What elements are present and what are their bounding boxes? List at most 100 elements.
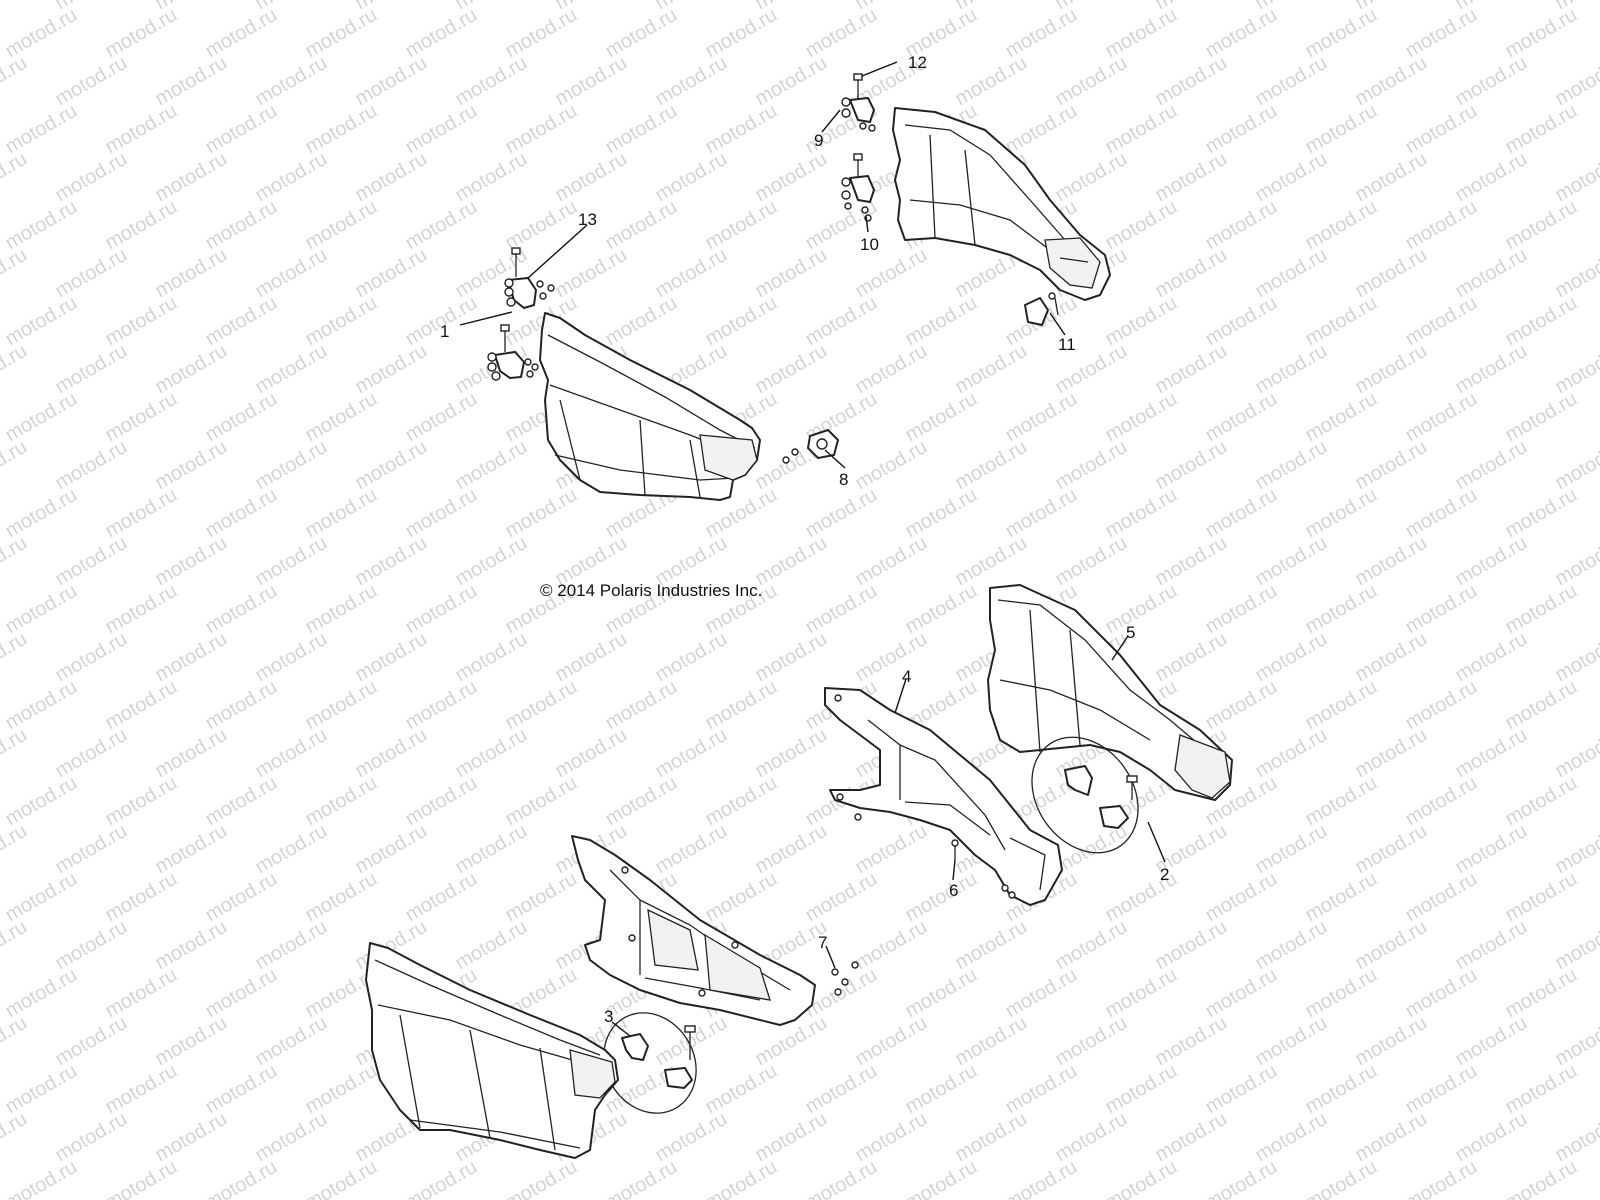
watermark-text: motod.ru xyxy=(152,1012,231,1071)
watermark-text: motod.ru xyxy=(702,100,781,159)
watermark-text: motod.ru xyxy=(1002,1060,1081,1119)
watermark-text: motod.ru xyxy=(152,436,231,495)
watermark-text: motod.ru xyxy=(802,484,881,543)
watermark-text: motod.ru xyxy=(302,580,381,639)
watermark-text: motod.ru xyxy=(1302,1156,1381,1200)
watermark-text: motod.ru xyxy=(1202,484,1281,543)
watermark-text: motod.ru xyxy=(1202,964,1281,1023)
watermark-text: motod.ru xyxy=(352,148,431,207)
watermark-text: motod.ru xyxy=(1402,4,1481,63)
watermark-text: motod.ru xyxy=(1352,340,1431,399)
watermark-text: motod.ru xyxy=(252,1108,331,1167)
watermark-text: motod.ru xyxy=(0,1012,31,1071)
watermark-text: motod.ru xyxy=(2,868,81,927)
watermark-text: motod.ru xyxy=(0,820,31,879)
watermark-text: motod.ru xyxy=(202,868,281,927)
watermark-text: motod.ru xyxy=(0,1108,31,1167)
watermark-text: motod.ru xyxy=(1302,4,1381,63)
rear-door-panel-5 xyxy=(987,584,1233,801)
callout-1: 1 xyxy=(440,322,449,341)
watermark-text: motod.ru xyxy=(1452,532,1531,591)
watermark-text: motod.ru xyxy=(102,580,181,639)
watermark-text: motod.ru xyxy=(1452,820,1531,879)
watermark-text: motod.ru xyxy=(502,484,581,543)
watermark-text: motod.ru xyxy=(1252,532,1331,591)
watermark-text: motod.ru xyxy=(502,100,581,159)
watermark-text: motod.ru xyxy=(852,1108,931,1167)
watermark-text: motod.ru xyxy=(402,388,481,447)
watermark-text: motod.ru xyxy=(1002,964,1081,1023)
watermark-text: motod.ru xyxy=(802,580,881,639)
watermark-text: motod.ru xyxy=(152,820,231,879)
watermark-text: motod.ru xyxy=(2,388,81,447)
watermark-text: motod.ru xyxy=(52,340,131,399)
watermark-text: motod.ru xyxy=(102,196,181,255)
watermark-text: motod.ru xyxy=(1152,916,1231,975)
watermark-text: motod.ru xyxy=(252,628,331,687)
watermark-text: motod.ru xyxy=(202,964,281,1023)
watermark-text: motod.ru xyxy=(602,676,681,735)
watermark-text: motod.ru xyxy=(452,532,531,591)
watermark-text: motod.ru xyxy=(302,772,381,831)
watermark-text: motod.ru xyxy=(552,724,631,783)
watermark-text: motod.ru xyxy=(1502,1156,1581,1200)
callout-6: 6 xyxy=(949,881,958,900)
watermark-text: motod.ru xyxy=(552,628,631,687)
watermark-text: motod.ru xyxy=(1402,100,1481,159)
watermark-text: motod.ru xyxy=(0,340,31,399)
watermark-text: motod.ru xyxy=(1002,388,1081,447)
watermark-text: motod.ru xyxy=(52,148,131,207)
watermark-text: motod.ru xyxy=(1002,100,1081,159)
watermark-text: motod.ru xyxy=(902,868,981,927)
watermark-text: motod.ru xyxy=(452,820,531,879)
watermark-text: motod.ru xyxy=(1152,1012,1231,1071)
watermark-text: motod.ru xyxy=(1552,532,1600,591)
watermark-text: motod.ru xyxy=(52,724,131,783)
watermark-text: motod.ru xyxy=(352,532,431,591)
watermark-text: motod.ru xyxy=(152,1108,231,1167)
watermark-text: motod.ru xyxy=(802,4,881,63)
watermark-text: motod.ru xyxy=(502,4,581,63)
watermark-text: motod.ru xyxy=(1452,340,1531,399)
watermark-text: motod.ru xyxy=(1352,436,1431,495)
watermark-text: motod.ru xyxy=(1252,340,1331,399)
watermark-text: motod.ru xyxy=(1252,52,1331,111)
watermark-text: motod.ru xyxy=(1152,532,1231,591)
watermark-text: motod.ru xyxy=(1402,196,1481,255)
lower-hinge-hardware xyxy=(487,324,539,381)
watermark-text: motod.ru xyxy=(1552,340,1600,399)
watermark-text: motod.ru xyxy=(1202,100,1281,159)
front-latch-detail-3 xyxy=(603,1012,697,1114)
watermark-text: motod.ru xyxy=(302,4,381,63)
watermark-text: motod.ru xyxy=(852,340,931,399)
watermark-text: motod.ru xyxy=(1352,52,1431,111)
watermark-text: motod.ru xyxy=(1452,244,1531,303)
watermark-text: motod.ru xyxy=(1202,4,1281,63)
watermark-text: motod.ru xyxy=(402,1156,481,1200)
watermark-text: motod.ru xyxy=(52,916,131,975)
watermark-text: motod.ru xyxy=(802,868,881,927)
watermark-text: motod.ru xyxy=(1402,580,1481,639)
watermark-text: motod.ru xyxy=(52,532,131,591)
watermark-text: motod.ru xyxy=(502,772,581,831)
watermark-text: motod.ru xyxy=(1452,916,1531,975)
watermark-text: motod.ru xyxy=(1002,484,1081,543)
watermark-text: motod.ru xyxy=(1402,1156,1481,1200)
watermark-text: motod.ru xyxy=(252,916,331,975)
watermark-text: motod.ru xyxy=(352,628,431,687)
watermark-text: motod.ru xyxy=(1302,196,1381,255)
watermark-text: motod.ru xyxy=(902,388,981,447)
watermark-text: motod.ru xyxy=(2,4,81,63)
watermark-text: motod.ru xyxy=(1352,628,1431,687)
watermark-text: motod.ru xyxy=(1502,1060,1581,1119)
watermark-text: motod.ru xyxy=(1452,436,1531,495)
watermark-text: motod.ru xyxy=(452,52,531,111)
watermark-text: motod.ru xyxy=(1502,196,1581,255)
watermark-text: motod.ru xyxy=(52,1108,131,1167)
watermark-text: motod.ru xyxy=(102,772,181,831)
callout-2: 2 xyxy=(1160,865,1169,884)
copyright-notice: © 2014 Polaris Industries Inc. xyxy=(540,581,762,600)
watermark-text: motod.ru xyxy=(1402,484,1481,543)
watermark-text: motod.ru xyxy=(602,4,681,63)
